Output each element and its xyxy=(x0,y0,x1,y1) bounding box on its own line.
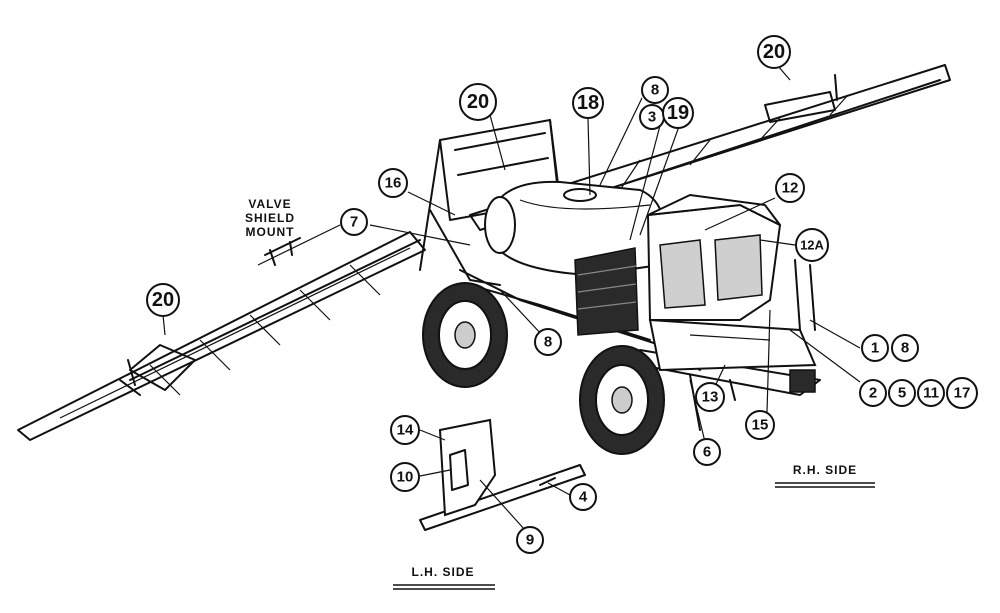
svg-text:12: 12 xyxy=(782,180,799,197)
svg-text:4: 4 xyxy=(579,489,588,506)
svg-text:VALVE: VALVE xyxy=(248,197,291,211)
cab xyxy=(646,193,817,372)
svg-text:1: 1 xyxy=(871,340,879,357)
callout-7: 7 xyxy=(340,208,368,236)
wheel-front-left xyxy=(422,282,508,388)
callout-13: 13 xyxy=(695,382,725,412)
callout-15: 15 xyxy=(745,410,775,440)
callout-3: 3 xyxy=(639,104,665,130)
svg-text:13: 13 xyxy=(702,389,719,406)
left-boom xyxy=(17,231,426,441)
callout-8-mid: 8 xyxy=(534,328,562,356)
svg-text:3: 3 xyxy=(648,109,656,126)
svg-text:6: 6 xyxy=(703,444,711,461)
callout-16: 16 xyxy=(378,168,408,198)
valve-shield-mount-label: VALVE SHIELD MOUNT xyxy=(245,197,295,239)
callout-20-right-boom: 20 xyxy=(757,35,791,69)
svg-text:17: 17 xyxy=(954,385,971,402)
callout-20-frame: 20 xyxy=(459,83,497,121)
callout-12: 12 xyxy=(775,173,805,203)
callout-19: 19 xyxy=(662,97,694,129)
svg-text:8: 8 xyxy=(651,82,659,99)
svg-text:9: 9 xyxy=(526,532,534,549)
svg-text:19: 19 xyxy=(667,102,689,124)
callouts: 20 20 20 18 8 3 19 16 xyxy=(146,35,978,554)
callout-14: 14 xyxy=(390,415,420,445)
callout-5: 5 xyxy=(888,379,916,407)
svg-text:8: 8 xyxy=(544,334,552,351)
callout-1: 1 xyxy=(861,334,889,362)
engine-grille xyxy=(574,247,639,336)
callout-12a: 12A xyxy=(795,228,829,262)
callout-9: 9 xyxy=(516,526,544,554)
svg-text:L.H. SIDE: L.H. SIDE xyxy=(411,565,474,579)
callout-6: 6 xyxy=(693,438,721,466)
right-boom xyxy=(469,64,951,231)
callout-20-left-boom: 20 xyxy=(146,283,180,317)
callout-4: 4 xyxy=(569,483,597,511)
svg-text:14: 14 xyxy=(397,422,414,439)
svg-text:2: 2 xyxy=(869,385,877,402)
wheel-front-right xyxy=(579,345,665,455)
svg-text:5: 5 xyxy=(898,385,906,402)
lh-inset xyxy=(419,418,586,531)
svg-text:18: 18 xyxy=(577,92,599,114)
svg-text:20: 20 xyxy=(763,41,785,63)
callout-11: 11 xyxy=(917,379,945,407)
rear-bracket xyxy=(789,259,816,393)
callout-8-top: 8 xyxy=(641,76,669,104)
svg-text:16: 16 xyxy=(385,175,402,192)
leader-lines xyxy=(162,65,861,531)
svg-text:20: 20 xyxy=(152,289,174,311)
svg-text:20: 20 xyxy=(467,91,489,113)
svg-text:7: 7 xyxy=(350,214,358,231)
callout-2: 2 xyxy=(859,379,887,407)
svg-text:R.H. SIDE: R.H. SIDE xyxy=(793,463,857,477)
valve-shield-mount-icon xyxy=(264,237,301,266)
svg-text:8: 8 xyxy=(901,340,909,357)
callout-8-right: 8 xyxy=(891,334,919,362)
svg-text:MOUNT: MOUNT xyxy=(246,225,295,239)
svg-text:11: 11 xyxy=(923,385,939,402)
svg-text:10: 10 xyxy=(397,469,414,486)
lh-side-label: L.H. SIDE xyxy=(393,565,495,590)
callout-10: 10 xyxy=(390,462,420,492)
rh-side-label: R.H. SIDE xyxy=(775,463,875,488)
callout-17: 17 xyxy=(946,377,978,409)
svg-text:12A: 12A xyxy=(800,238,824,253)
svg-text:SHIELD: SHIELD xyxy=(245,211,295,225)
svg-text:15: 15 xyxy=(752,417,769,434)
callout-18: 18 xyxy=(572,87,604,119)
